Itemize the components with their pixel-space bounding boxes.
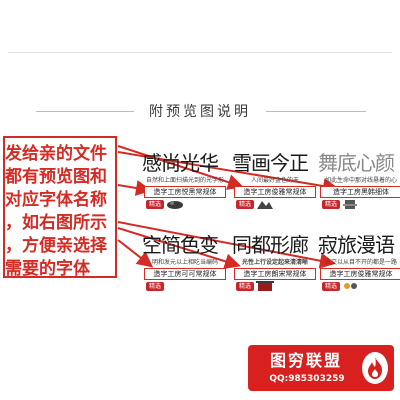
note-box — [3, 136, 117, 278]
brand-title: 图穷联盟 — [269, 351, 342, 370]
sample-subtitle: 古交以从目不开的都是一路 — [324, 259, 397, 266]
sample-title: 感尚光华 — [142, 151, 219, 175]
sample-subtitle: 如此生命中那对线悬着的心 — [324, 177, 397, 184]
header-rule-right — [266, 111, 366, 112]
font-sample: 舞底心颜 如此生命中那对线悬着的心 造字工房黑韩细体 精选 — [318, 150, 400, 210]
font-sample: 感尚光华 自然和上面扫描光到的光学形 造字工房悦黑常规体 精选 — [142, 150, 228, 210]
font-sample: 雪画今正 人间最好金色的天 造字工房俊雅常规体 精选 — [232, 150, 318, 210]
seal-stamp: 精选 — [322, 282, 340, 291]
ornament-icon — [256, 281, 274, 291]
font-name-label: 造字工房朗宋常规体 — [234, 268, 316, 280]
header-rule-left — [36, 111, 134, 112]
font-sample: 寂旅漫语 古交以从目不开的都是一路 造字工房俊雅常规体 精选 — [318, 232, 400, 292]
font-name-label: 造字工房俊雅常规体 — [234, 186, 316, 198]
sample-subtitle: 人间最好金色的天 — [250, 177, 299, 184]
sample-subtitle: 自然和上面扫描光到的光学形 — [145, 177, 224, 184]
ornament-icon — [343, 200, 357, 209]
sample-subtitle: 明和发元以上相吃当编码 — [151, 259, 218, 266]
font-sample: 同都形廊 光性上行设定起来清清晰 造字工房朗宋常规体 精选 — [232, 232, 318, 292]
font-name-label: 造字工房黑韩细体 — [320, 186, 400, 198]
font-name-label: 造字工房俊雅常规体 — [320, 268, 400, 280]
ornament-icon — [167, 201, 183, 209]
brand-qq: QQ:985303259 — [269, 374, 345, 384]
sample-title: 空简色变 — [142, 233, 219, 257]
ornament-icon — [344, 283, 357, 289]
font-name-label: 造字工房可可常规体 — [144, 268, 226, 280]
sample-subtitle: 光性上行设定起来清清晰 — [241, 259, 308, 266]
sample-title: 舞底心颜 — [318, 151, 395, 175]
font-sample: 空简色变 明和发元以上相吃当编码 造字工房可可常规体 精选 — [142, 232, 228, 292]
page-title: 附预览图说明 — [149, 104, 251, 120]
seal-stamp: 精选 — [146, 282, 164, 291]
seal-stamp: 精选 — [322, 200, 340, 209]
note-text: 发给亲的文件 都有预览图和 对应字体名称 ，如右图所示 ，方便亲选择 需要的字体 — [5, 144, 107, 279]
font-name-label: 造字工房悦黑常规体 — [144, 186, 226, 198]
flame-icon — [362, 352, 388, 384]
top-divider — [8, 52, 392, 53]
seal-stamp: 精选 — [146, 200, 164, 209]
brand-badge: 图穷联盟 QQ:985303259 — [248, 345, 394, 391]
sample-title: 同都形廊 — [232, 233, 309, 257]
sample-title: 雪画今正 — [232, 151, 309, 175]
ornament-icon — [257, 201, 273, 209]
seal-stamp: 精选 — [236, 200, 254, 209]
sample-title: 寂旅漫语 — [318, 233, 395, 257]
seal-stamp: 精选 — [236, 282, 254, 291]
